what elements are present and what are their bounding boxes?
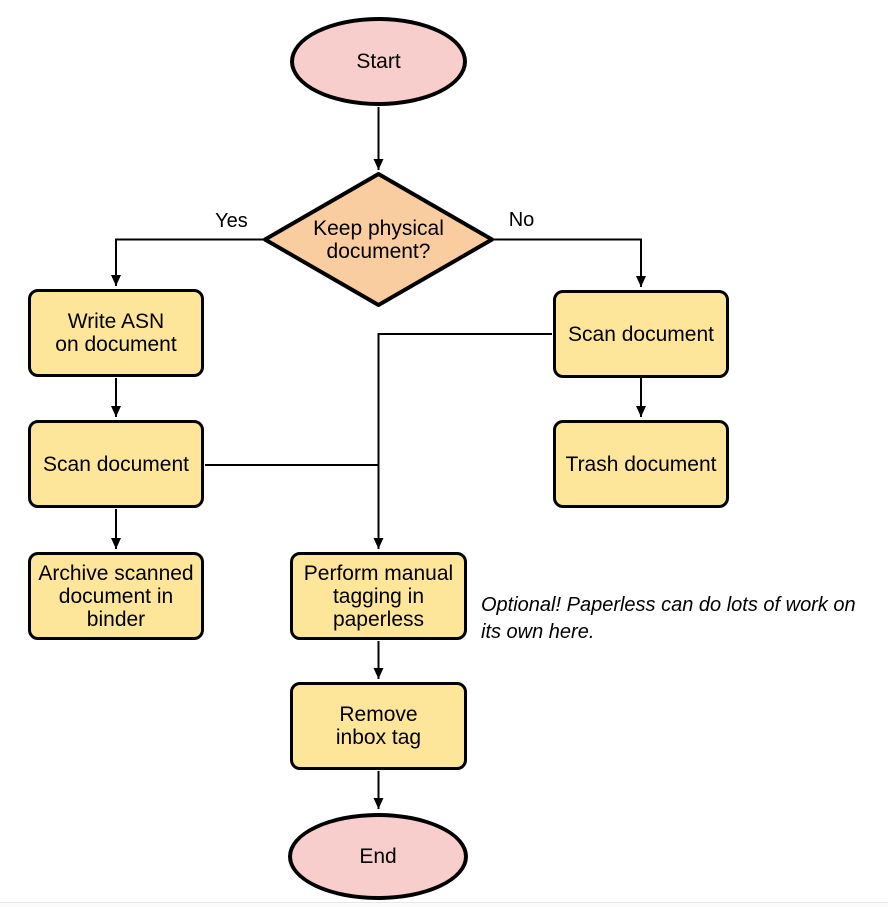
bottom-divider [0,902,888,903]
node-trash-document: Trash document [553,420,729,508]
node-scan-document-right-label: Scan document [568,322,714,346]
bottom-strip [0,903,888,907]
edge-scan-right-to-tagging [373,333,552,549]
node-scan-document-left-label: Scan document [43,452,189,476]
node-archive-binder: Archive scanned document in binder [28,552,204,640]
edge-label-no: No [508,209,535,231]
node-start: Start [290,17,467,106]
node-end-label: End [359,845,397,868]
node-start-label: Start [356,50,401,73]
edge-label-yes: Yes [215,210,248,232]
node-decision-shape [263,172,494,307]
node-trash-document-label: Trash document [565,452,717,476]
node-archive-binder-label: Archive scanned document in binder [38,561,194,631]
node-remove-inbox-tag-label: Remove inbox tag [335,703,422,749]
node-end: End [288,813,468,900]
node-write-asn: Write ASN on document [28,289,204,377]
node-scan-document-left: Scan document [28,420,204,508]
node-manual-tagging: Perform manual tagging in paperless [290,552,467,640]
node-remove-inbox-tag: Remove inbox tag [290,682,467,770]
node-manual-tagging-label: Perform manual tagging in paperless [303,561,454,631]
edge-decision-no-to-scan-right [491,238,646,287]
edge-decision-yes-to-write-asn [111,238,266,286]
node-decision-label: Keep physical document? [313,217,444,263]
node-write-asn-label: Write ASN on document [55,310,177,356]
node-scan-document-right: Scan document [553,290,729,378]
annotation-optional-note: Optional! Paperless can do lots of work … [481,594,856,643]
